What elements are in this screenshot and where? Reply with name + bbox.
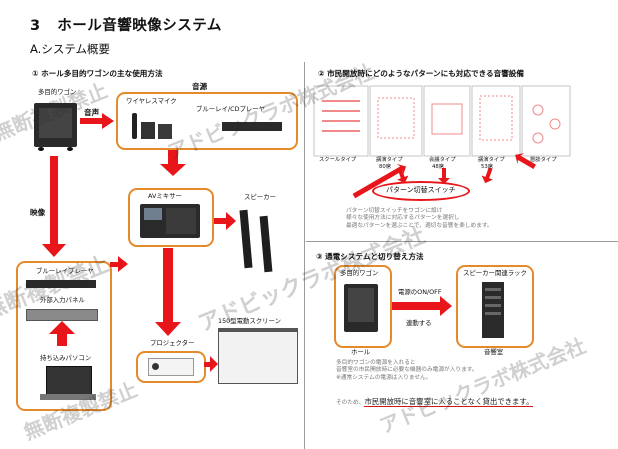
- layout-1-seats-b: [322, 110, 360, 112]
- wagon-label: 多目的ワゴン: [38, 88, 77, 96]
- conclusion-prefix: そのため、: [336, 400, 365, 406]
- layout-2-plan: [369, 85, 423, 157]
- conclusion-highlight: 市民開放時に音響室に入ることなく貸出できます。: [364, 397, 534, 407]
- power-note: 多目的ワゴンの電源を入れると 音響室の市民開放時に必要な機器のみ電源が入ります。…: [336, 360, 478, 382]
- right-bottom-panel-title: ③ 通電システムと切り替え方法: [316, 252, 424, 261]
- sound-source-box: [116, 92, 298, 150]
- pattern-switch-label: パターン切替スイッチ: [386, 186, 456, 194]
- laptop-image: [40, 366, 96, 404]
- layout-1-seats-c: [322, 120, 360, 122]
- right-top-panel-title: ② 市民開放時にどのようなパターンにも対応できる音響設備: [318, 69, 524, 78]
- subtitle: A.システム概要: [30, 42, 110, 56]
- ext-panel-label: 外部入力パネル: [40, 296, 85, 304]
- layout-3-seats: 48席: [432, 164, 445, 170]
- switch-note: パターン切替スイッチをワゴンに設け 様々な使用方法に対応するパターンを選択し 最…: [346, 208, 493, 230]
- layout-3-plan: [423, 85, 471, 157]
- layout-2-seats: 80席: [379, 164, 392, 170]
- arrow-wagon-to-rack: [392, 296, 452, 316]
- layout-5-table-c: [532, 132, 544, 144]
- ext-panel-image: [26, 309, 98, 321]
- layout-4-seats: [479, 95, 513, 141]
- switch-note-line-1: パターン切替スイッチをワゴンに設け: [346, 208, 443, 214]
- rack-image: [482, 282, 504, 338]
- layout-5-table-a: [532, 104, 544, 116]
- panel-divider-vertical: [304, 62, 305, 449]
- arrow-inputs-to-mixer: [110, 256, 128, 272]
- panel-divider-horizontal: [306, 241, 618, 242]
- rack-label: スピーカー関連ラック: [463, 269, 527, 277]
- link-label: 連動する: [406, 319, 432, 327]
- wireless-mic-image: [130, 112, 175, 142]
- arrow-switch-layout-1: [352, 163, 407, 199]
- layout-1-name: スクールタイプ: [319, 157, 357, 163]
- hall-label: ホール: [351, 348, 371, 356]
- screen-label: 150型電動スクリーン: [218, 317, 282, 325]
- section-title: ホール音響映像システム: [57, 18, 222, 34]
- pattern-switch-oval: [372, 181, 470, 201]
- arrow-wagon-to-source: [80, 113, 114, 129]
- projector-label: プロジェクター: [150, 339, 195, 347]
- speaker-label: スピーカー: [244, 193, 276, 201]
- bluray-player-image: [26, 280, 96, 288]
- cd-player-image: [222, 122, 282, 131]
- layout-5-plan: [521, 85, 571, 157]
- wireless-mic-label: ワイヤレスマイク: [126, 97, 177, 105]
- arrow-wagon-to-inputs: [42, 156, 66, 257]
- power-note-line-1: 多目的ワゴンの電源を入れると: [336, 360, 416, 366]
- layout-3-seats: [431, 103, 463, 135]
- arrow-laptop-to-panel: [49, 321, 75, 346]
- hall-wagon-image: [344, 284, 378, 336]
- conclusion: そのため、市民開放時に音響室に入ることなく貸出できます。: [336, 389, 534, 408]
- av-mixer-image: [140, 204, 200, 238]
- laptop-label: 持ち込みパソコン: [40, 354, 92, 362]
- layout-5-table-b: [549, 118, 561, 130]
- switch-note-line-2: 様々な使用方法に対応するパターンを選択し: [346, 215, 460, 222]
- av-mixer-label: AVミキサー: [148, 192, 182, 200]
- screen-image: [218, 328, 298, 384]
- wagon-image: [34, 103, 77, 151]
- layout-4-seats: 53席: [481, 164, 494, 170]
- cd-player-label: ブルーレイ/CDプレーヤ: [196, 105, 266, 113]
- bluray-player-label: ブルーレイプレーヤ: [36, 267, 94, 275]
- room-label: 音響室: [484, 348, 504, 356]
- layout-1-plan: [313, 85, 369, 157]
- layout-5-name: 懇談タイプ: [530, 157, 557, 163]
- arrow-switch-layout-3: [438, 168, 450, 184]
- layout-1-seats-d: [322, 130, 360, 132]
- layout-4-plan: [471, 85, 521, 157]
- section-number: 3: [30, 18, 41, 34]
- arrow-projector-to-screen: [204, 356, 218, 372]
- power-note-line-3: ※通常システムの電源は入りません。: [336, 374, 432, 381]
- layout-4-name: 講演タイプ: [478, 157, 505, 163]
- arrow-source-to-mixer: [160, 150, 186, 176]
- left-panel-title: ① ホール多目的ワゴンの主な使用方法: [32, 69, 163, 78]
- arrow-switch-layout-5: [515, 153, 536, 169]
- hall-wagon-label: 多目的ワゴン: [340, 269, 379, 277]
- layout-3-name: 会議タイプ: [429, 157, 456, 163]
- layout-1-seats-a: [322, 100, 360, 102]
- video-arrow-label: 映像: [30, 208, 46, 217]
- layout-2-name: 講演タイプ: [376, 157, 403, 163]
- arrow-switch-layout-2: [397, 169, 409, 184]
- audio-arrow-label: 音声: [84, 108, 100, 117]
- arrow-mixer-to-projector: [155, 248, 181, 336]
- sound-source-label: 音源: [192, 82, 208, 91]
- switch-note-line-3: 最適なパターンを選ぶことで、適切な音響を楽しめます。: [346, 222, 493, 229]
- layout-2-seats: [377, 97, 415, 139]
- arrow-switch-layout-4: [481, 167, 493, 184]
- section-heading: 3 ホール音響映像システム: [30, 14, 222, 35]
- projector-box: [136, 351, 206, 383]
- power-onoff-label: 電源のON/OFF: [398, 288, 442, 296]
- power-note-line-2: 音響室の市民開放時に必要な機器のみ電源が入ります。: [336, 367, 478, 374]
- arrow-mixer-to-speaker: [214, 212, 236, 230]
